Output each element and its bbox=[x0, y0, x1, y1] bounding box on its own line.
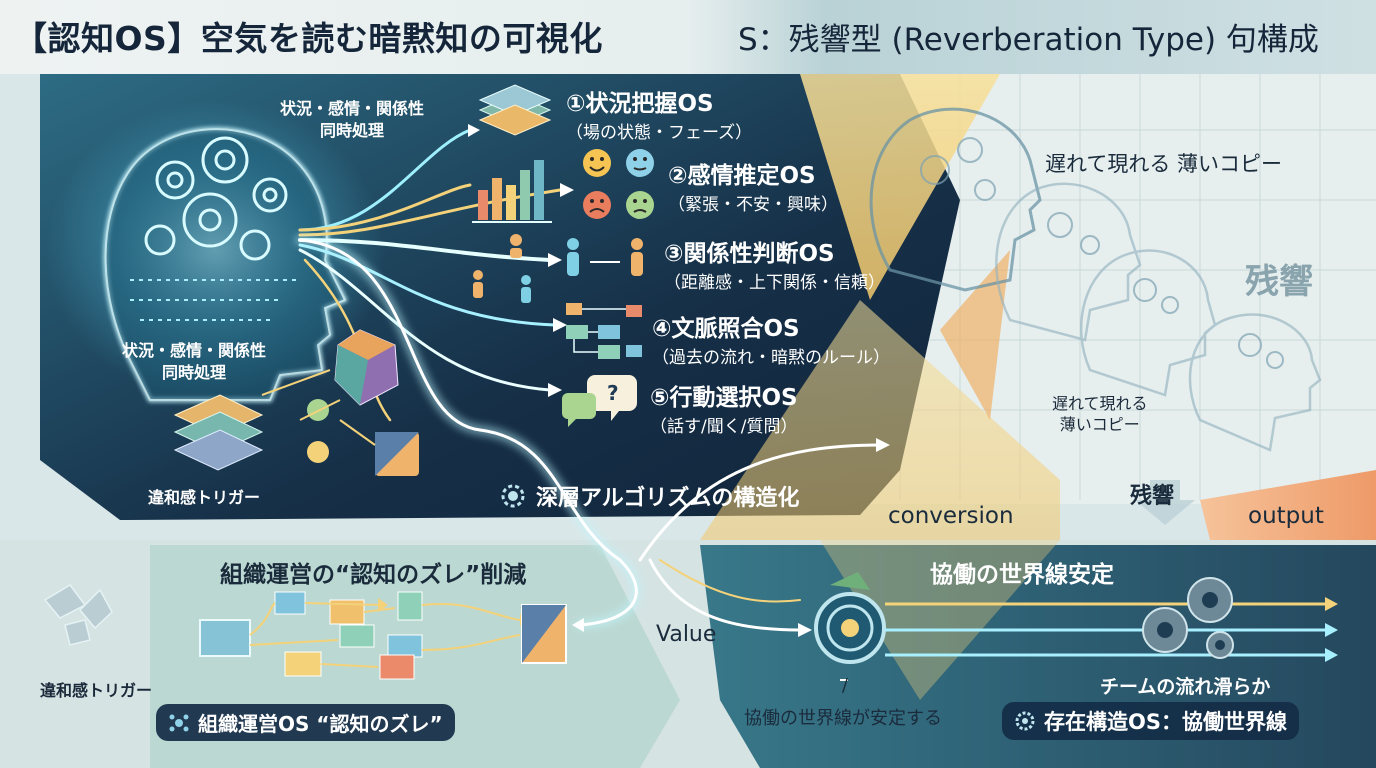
faint-copy-top: 遅れて現れる 薄いコピー bbox=[1045, 152, 1283, 176]
os-sub: （場の状態・フェーズ） bbox=[566, 123, 753, 143]
deep-algorithm: 深層アルゴリズムの構造化 bbox=[498, 480, 799, 512]
os-title: ①状況把握OS bbox=[566, 91, 714, 117]
target-dial-icon bbox=[814, 572, 886, 664]
output-label: output bbox=[1248, 503, 1324, 529]
reverb-big: 残響 bbox=[1245, 262, 1313, 302]
trigger-label-top: 違和感トリガー bbox=[148, 488, 261, 507]
team-flow: チームの流れ滑らか bbox=[1100, 676, 1271, 698]
os-item-relationship: ③関係性判断OS （距離感・上下関係・信頼） bbox=[664, 234, 885, 293]
people-icon bbox=[473, 234, 643, 303]
os-item-action: ⑤行動選択OS （話す/聞く/質問） bbox=[650, 378, 798, 437]
deep-algorithm-label: 深層アルゴリズムの構造化 bbox=[536, 486, 800, 511]
gear-icon bbox=[501, 484, 525, 508]
emoji-face-icon bbox=[583, 149, 654, 219]
map-icon bbox=[173, 394, 264, 471]
trigger-label-bottom: 違和感トリガー bbox=[40, 681, 153, 700]
top-caption-line1: 状況・感情・関係性 bbox=[280, 99, 425, 118]
mid-caption: 状況・感情・関係性 同時処理 bbox=[122, 340, 266, 384]
conversion-label: conversion bbox=[888, 503, 1014, 529]
mid-caption-line1: 状況・感情・関係性 bbox=[122, 341, 267, 360]
os-sub: （話す/聞く/質問） bbox=[650, 417, 798, 437]
faint-copy-mid-line1: 遅れて現れる bbox=[1052, 394, 1148, 413]
top-caption-line2: 同時処理 bbox=[320, 121, 385, 140]
speech-bubble-icon: ? bbox=[562, 375, 637, 427]
os-sub: （距離感・上下関係・信頼） bbox=[664, 273, 885, 293]
mid-caption-line2: 同時処理 bbox=[162, 363, 227, 382]
org-os-pill: 組織運営OS “認知のズレ” bbox=[156, 704, 455, 741]
os-sub: （緊張・不安・興味） bbox=[668, 195, 838, 215]
bar-chart-icon bbox=[472, 160, 552, 223]
slash: / bbox=[842, 675, 849, 696]
os-item-context: ④文脈照合OS （過去の流れ・暗黙のルール） bbox=[652, 309, 890, 368]
header-bar bbox=[0, 0, 1376, 74]
os-title: ②感情推定OS bbox=[668, 163, 816, 189]
existence-os-pill-label: 存在構造OS：協働世界線 bbox=[1044, 710, 1287, 734]
org-title: 組織運営の“認知のズレ”削減 bbox=[220, 562, 527, 588]
top-caption: 状況・感情・関係性 同時処理 bbox=[280, 98, 424, 142]
os-item-situation: ①状況把握OS （場の状態・フェーズ） bbox=[566, 84, 752, 143]
layers-icon bbox=[478, 84, 552, 136]
puzzle-icon bbox=[307, 399, 419, 476]
os-title: ④文脈照合OS bbox=[652, 316, 800, 342]
os-item-emotion: ②感情推定OS （緊張・不安・興味） bbox=[668, 156, 838, 215]
os-title: ③関係性判断OS bbox=[664, 241, 835, 267]
network-icon bbox=[169, 714, 189, 731]
svg-text:?: ? bbox=[607, 381, 619, 405]
os-title: ⑤行動選択OS bbox=[650, 385, 798, 411]
gear-icon bbox=[1015, 711, 1035, 731]
stable-caption: 協働の世界線が安定する bbox=[744, 708, 942, 729]
os-sub: （過去の流れ・暗黙のルール） bbox=[652, 348, 890, 368]
page-title: 【認知OS】空気を読む暗黙知の可視化 bbox=[14, 19, 603, 58]
faint-copy-mid-line2: 薄いコピー bbox=[1059, 415, 1140, 434]
org-os-pill-label: 組織運営OS “認知のズレ” bbox=[198, 712, 443, 736]
faint-copy-mid: 遅れて現れる 薄いコピー bbox=[1052, 393, 1148, 435]
polyhedron-icon bbox=[334, 329, 399, 406]
value-label: Value bbox=[656, 622, 717, 647]
flowchart-icon bbox=[566, 303, 642, 359]
reverb-small: 残響 bbox=[1130, 484, 1175, 509]
cooperation-title: 協働の世界線安定 bbox=[930, 562, 1114, 588]
page-subtitle: S：残響型 (Reverberation Type) 句構成 bbox=[738, 22, 1319, 58]
existence-os-pill: 存在構造OS：協働世界線 bbox=[1002, 702, 1299, 740]
